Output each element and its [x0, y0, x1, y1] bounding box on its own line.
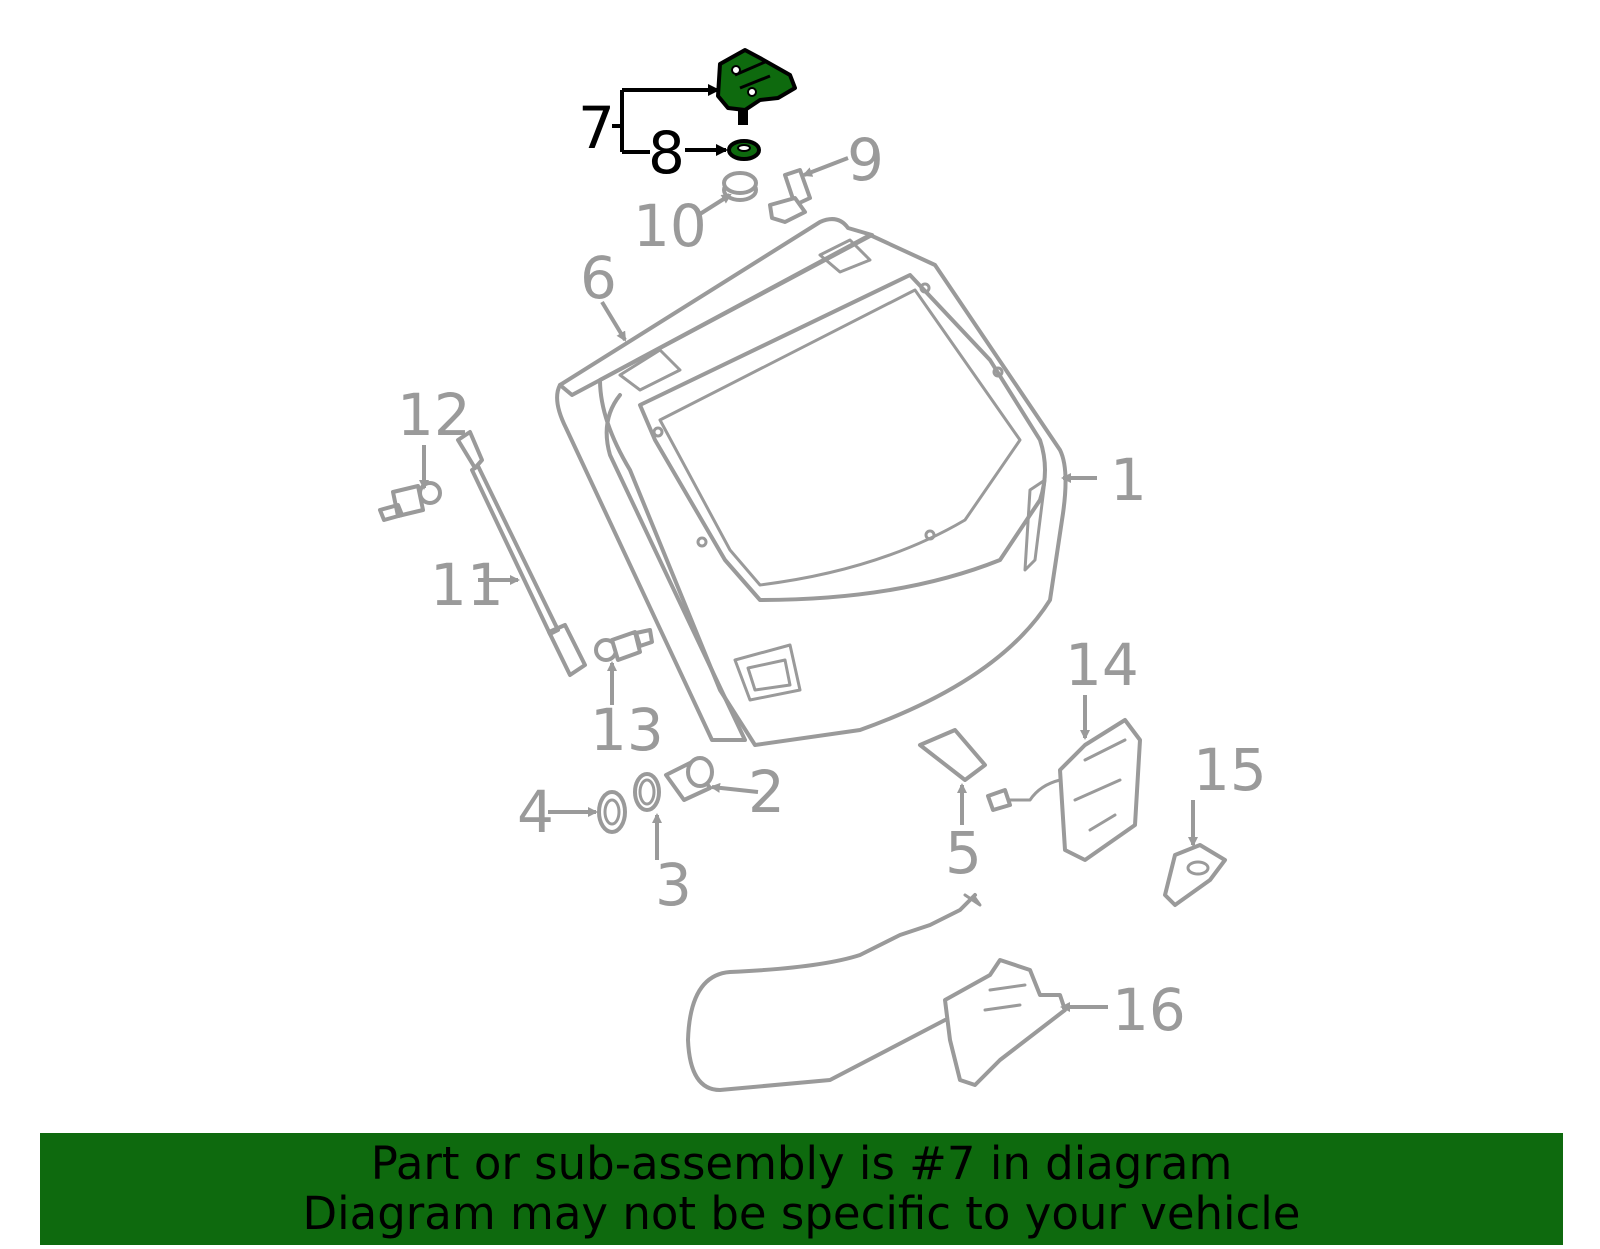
callout-2: 2 [748, 758, 785, 826]
nut-part [722, 171, 758, 202]
callout-8: 8 [648, 119, 685, 187]
callout-13: 13 [590, 696, 664, 764]
leader-arrow-6 [600, 300, 627, 342]
lift-support-part [456, 430, 587, 677]
grommet-part [633, 772, 661, 812]
callout-4: 4 [517, 778, 554, 846]
callout-6: 6 [580, 244, 617, 312]
callout-10: 10 [633, 192, 707, 260]
cover-pad-part [918, 728, 987, 782]
leader-arrow-2 [710, 782, 759, 794]
hinge-seal-part [727, 139, 761, 161]
callout-3: 3 [655, 851, 692, 919]
callout-7: 7 [578, 94, 615, 162]
callout-14: 14 [1065, 631, 1139, 699]
ball-stud-lower-part [594, 628, 654, 662]
callout-15: 15 [1193, 736, 1267, 804]
release-handle-part [686, 893, 1067, 1092]
grommet-small-part [597, 790, 627, 834]
callout-16: 16 [1112, 976, 1186, 1044]
lock-actuator-part [986, 718, 1142, 862]
bumper-part [664, 756, 714, 802]
callout-11: 11 [430, 551, 504, 619]
bracket-7 [612, 84, 720, 154]
liftgate-weatherstrip-part [555, 217, 874, 742]
banner-line-part-number: Part or sub-assembly is #7 in diagram [370, 1137, 1233, 1190]
ball-stud-upper-part [378, 481, 442, 522]
liftgate-part [598, 233, 1068, 747]
bolt-part [768, 168, 812, 224]
callout-1: 1 [1110, 446, 1147, 514]
striker-part [1163, 843, 1227, 907]
leader-arrow-9 [802, 156, 849, 177]
callout-12: 12 [397, 381, 471, 449]
leader-arrow-10 [698, 193, 732, 216]
callout-5: 5 [945, 819, 982, 887]
info-banner: Part or sub-assembly is #7 in diagram Di… [40, 1133, 1563, 1245]
hinge-part [716, 48, 797, 125]
callout-9: 9 [847, 126, 884, 194]
banner-line-disclaimer: Diagram may not be specific to your vehi… [302, 1187, 1301, 1240]
